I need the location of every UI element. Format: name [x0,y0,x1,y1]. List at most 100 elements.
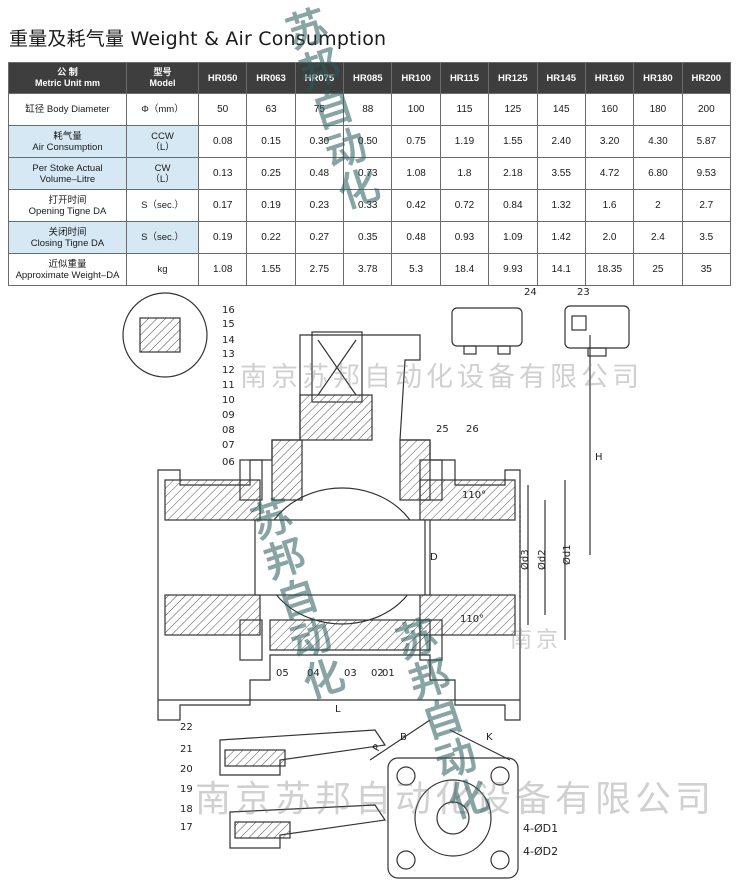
header-model-code: HR050 [197,62,248,94]
part-number-label: 11 [222,380,235,391]
table-cell: 35 [681,253,732,286]
table-cell: 1.08 [197,253,248,286]
page-title: 重量及耗气量 Weight & Air Consumption [9,28,387,50]
table-cell: 1.42 [536,221,586,254]
part-number-label: 09 [222,410,235,421]
part-number-label: 07 [222,440,235,451]
table-cell: 0.22 [246,221,296,254]
actuator-front-view [451,307,523,347]
table-cell: 0.15 [246,125,296,158]
table-cell: 0.19 [197,221,248,254]
part-number-label: 24 [524,287,537,298]
table-cell: 0.19 [246,189,296,222]
row-unit-line: S（sec.） [141,232,184,243]
table-cell: 1.6 [584,189,635,222]
row-unit-line: Φ（mm） [141,104,184,115]
table-cell: 0.08 [197,125,248,158]
table-cell: 1.8 [439,157,490,190]
table-cell: 5.3 [391,253,441,286]
table-cell: 0.33 [343,189,393,222]
part-number-label: 13 [222,349,235,360]
row-label-line: Approximate Weight–DA [15,269,120,281]
dim-d1: Ød1 [561,544,573,565]
header-model-code: HR200 [681,62,732,94]
part-number-label: 12 [222,365,235,376]
header-model-code: HR145 [536,62,586,94]
row-unit: CW（L） [126,157,199,190]
header-model-code: HR125 [488,62,538,94]
part-number-label: 16 [222,305,235,316]
dim-d2: Ød2 [536,549,548,570]
dim-h: H [595,452,603,463]
part-number-label: 04 [307,668,320,679]
table-cell: 200 [681,93,732,126]
part-number-label: 26 [466,424,479,435]
table-cell: 3.55 [536,157,586,190]
part-number-label: 17 [180,822,193,833]
watermark-top: 南京苏邦自动化设备有限公司 [240,362,643,393]
row-label-line: Air Consumption [32,141,103,153]
row-unit: CCW（L） [126,125,199,158]
header-model: 型号 Model [126,62,199,94]
dim-k: K [486,732,493,743]
part-number-label: 06 [222,457,235,468]
row-label-line: Opening Tigne DA [28,205,107,217]
table-cell: 3.78 [343,253,393,286]
header-model-code: HR180 [633,62,683,94]
table-cell: 0.17 [197,189,248,222]
flange-bottom-view [387,757,519,879]
row-unit-line: （L） [150,173,175,185]
table-cell: 100 [391,93,441,126]
header-metric: 公 制 Metric Unit mm [8,62,127,94]
table-cell: 1.55 [246,253,296,286]
header-model-code: HR115 [439,62,490,94]
part-number-label: 23 [577,287,590,298]
row-unit-line: CW [154,162,171,174]
header-model-code: HR063 [246,62,296,94]
header-model-cn: 型号 [153,67,172,77]
row-unit-line: S（sec.） [141,200,184,211]
row-label-line: Closing Tigne DA [30,237,105,249]
table-cell: 0.75 [391,125,441,158]
row-label-line: 近似重量 [48,258,87,270]
table-cell: 0.13 [197,157,248,190]
table-cell: 6.80 [633,157,683,190]
part-number-label: 21 [180,744,193,755]
table-cell: 2.7 [681,189,732,222]
table-cell: 75 [294,93,345,126]
dim-b: B [400,732,407,743]
table-cell: 125 [488,93,538,126]
table-cell: 0.30 [294,125,345,158]
row-unit: S（sec.） [126,221,199,254]
table-cell: 0.27 [294,221,345,254]
table-cell: 3.5 [681,221,732,254]
part-number-label: 05 [276,668,289,679]
table-cell: 0.72 [439,189,490,222]
row-label: 缸径 Body Diameter [8,93,127,126]
table-cell: 1.19 [439,125,490,158]
table-cell: 2.75 [294,253,345,286]
header-metric-en: Metric Unit mm [34,78,100,88]
table-cell: 14.1 [536,253,586,286]
part-number-label: 03 [344,668,357,679]
row-unit: S（sec.） [126,189,199,222]
table-cell: 2.40 [536,125,586,158]
table-cell: 9.53 [681,157,732,190]
table-cell: 50 [197,93,248,126]
table-cell: 1.32 [536,189,586,222]
table-cell: 0.35 [343,221,393,254]
table-cell: 1.08 [391,157,441,190]
row-unit-line: kg [157,264,168,275]
row-unit: Φ（mm） [126,93,199,126]
table-cell: 63 [246,93,296,126]
row-unit-line: （L） [150,141,175,153]
table-cell: 2 [633,189,683,222]
header-model-code: HR100 [391,62,441,94]
part-number-label: 18 [180,804,193,815]
table-cell: 0.25 [246,157,296,190]
